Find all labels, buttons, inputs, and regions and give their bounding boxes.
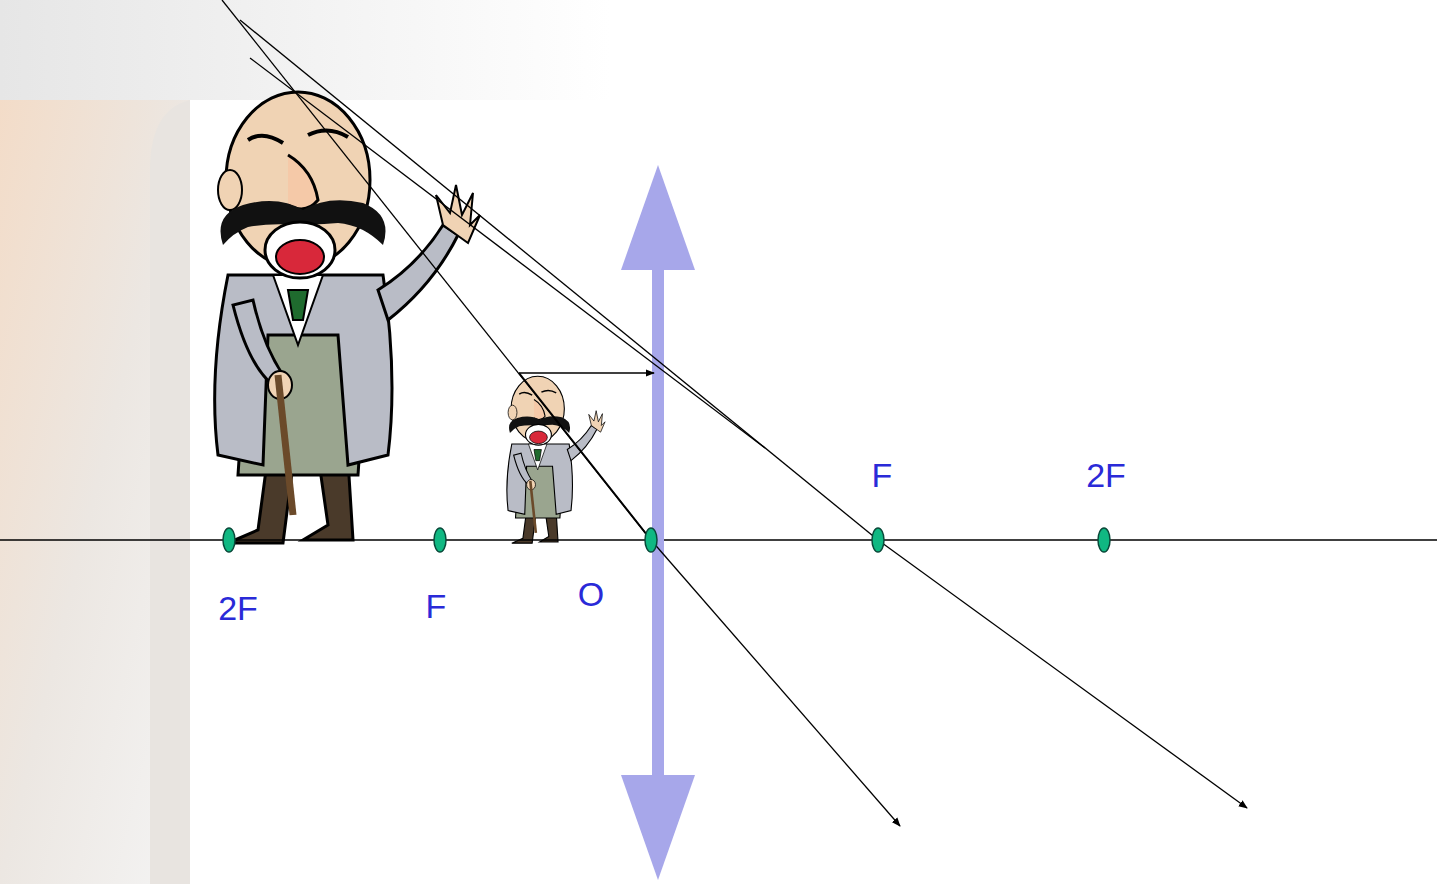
optical-axis-part bbox=[0, 539, 1437, 541]
convex-lens bbox=[621, 165, 695, 880]
background-panel-part bbox=[0, 100, 190, 884]
focal-points-part bbox=[434, 528, 446, 552]
light-rays-part bbox=[222, 0, 651, 540]
object-figure-part bbox=[507, 376, 605, 543]
light-rays-part bbox=[651, 540, 900, 826]
background-panel-part bbox=[0, 0, 610, 100]
light-rays-part bbox=[878, 540, 1247, 808]
convex-lens-part bbox=[621, 775, 695, 880]
object-figure bbox=[507, 376, 605, 543]
focal-points-part bbox=[872, 528, 884, 552]
light-rays bbox=[222, 0, 1247, 826]
focal-points-part bbox=[223, 528, 235, 552]
background-panel-part bbox=[150, 100, 190, 884]
convex-lens-part bbox=[621, 165, 695, 270]
optical-center-label: O bbox=[578, 577, 604, 611]
light-rays-part bbox=[519, 373, 651, 540]
focal-point-label: F bbox=[872, 458, 893, 492]
virtual-image-figure bbox=[215, 92, 480, 543]
background-panel bbox=[0, 0, 610, 884]
focal-points bbox=[223, 528, 1110, 552]
focal-points-part bbox=[1098, 528, 1110, 552]
light-rays-part bbox=[240, 20, 878, 540]
convex-lens-part bbox=[652, 240, 664, 800]
light-rays-part bbox=[250, 58, 765, 448]
virtual-image-figure-part bbox=[215, 92, 480, 543]
double-focal-label: 2F bbox=[218, 591, 258, 625]
double-focal-label: 2F bbox=[1086, 458, 1126, 492]
light-rays-part bbox=[519, 372, 654, 373]
focal-points-part bbox=[645, 528, 657, 552]
optical-axis bbox=[0, 540, 1437, 541]
focal-point-label: F bbox=[426, 589, 447, 623]
